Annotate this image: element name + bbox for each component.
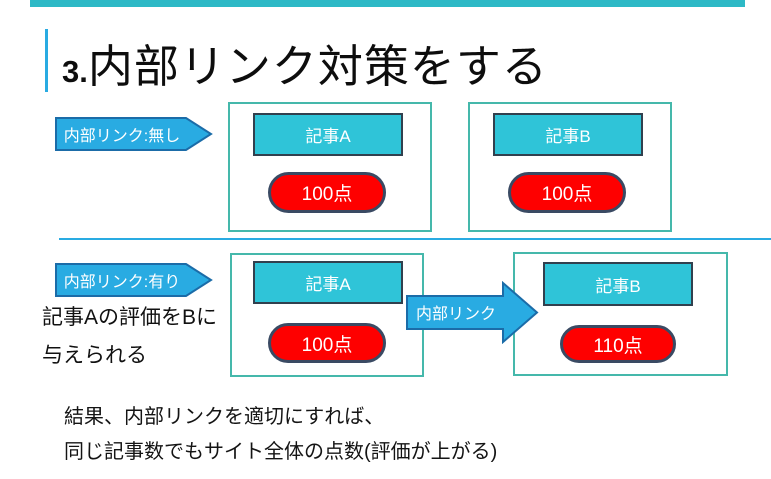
top-accent-bar: [30, 0, 745, 7]
row2-note-line1: 記事Aの評価をBに: [42, 306, 218, 329]
article-title: 記事B: [493, 113, 643, 156]
row1-article-box-b: 記事B 100点: [468, 102, 672, 232]
article-title: 記事A: [253, 113, 403, 156]
slide-title: 3.内部リンク対策をする: [62, 30, 548, 95]
internal-link-arrow: 内部リンク: [406, 281, 539, 344]
slide-title-number: 3.: [62, 54, 88, 89]
article-title: 記事A: [253, 261, 403, 304]
row2-article-box-b: 記事B 110点: [513, 252, 728, 376]
score-badge: 100点: [268, 172, 386, 213]
footer-note-line1: 結果、内部リンクを適切にすれば、: [64, 406, 385, 428]
article-title: 記事B: [543, 262, 693, 306]
row1-article-box-a: 記事A 100点: [228, 102, 432, 232]
title-accent-line: [45, 29, 48, 92]
row2-article-box-a: 記事A 100点: [230, 253, 424, 377]
row2-label-text: 内部リンク:有り: [63, 274, 181, 291]
score-badge: 110点: [560, 325, 676, 363]
right-pentagon-arrow-icon: [55, 117, 213, 151]
row2-label-arrow: 内部リンク:有り: [55, 263, 213, 297]
row1-label-text: 内部リンク:無し: [63, 128, 181, 145]
block-right-arrow-icon: [406, 281, 539, 344]
section-divider: [59, 238, 771, 240]
internal-link-arrow-label: 内部リンク: [415, 305, 496, 323]
score-badge: 100点: [268, 323, 386, 363]
row2-note-line2: 与えられる: [42, 344, 147, 367]
row1-label-arrow: 内部リンク:無し: [55, 117, 213, 151]
score-badge: 100点: [508, 172, 626, 213]
footer-note-line2: 同じ記事数でもサイト全体の点数(評価が上がる): [64, 441, 498, 463]
right-pentagon-arrow-icon: [55, 263, 213, 297]
slide-title-text: 内部リンク対策をする: [87, 41, 548, 92]
